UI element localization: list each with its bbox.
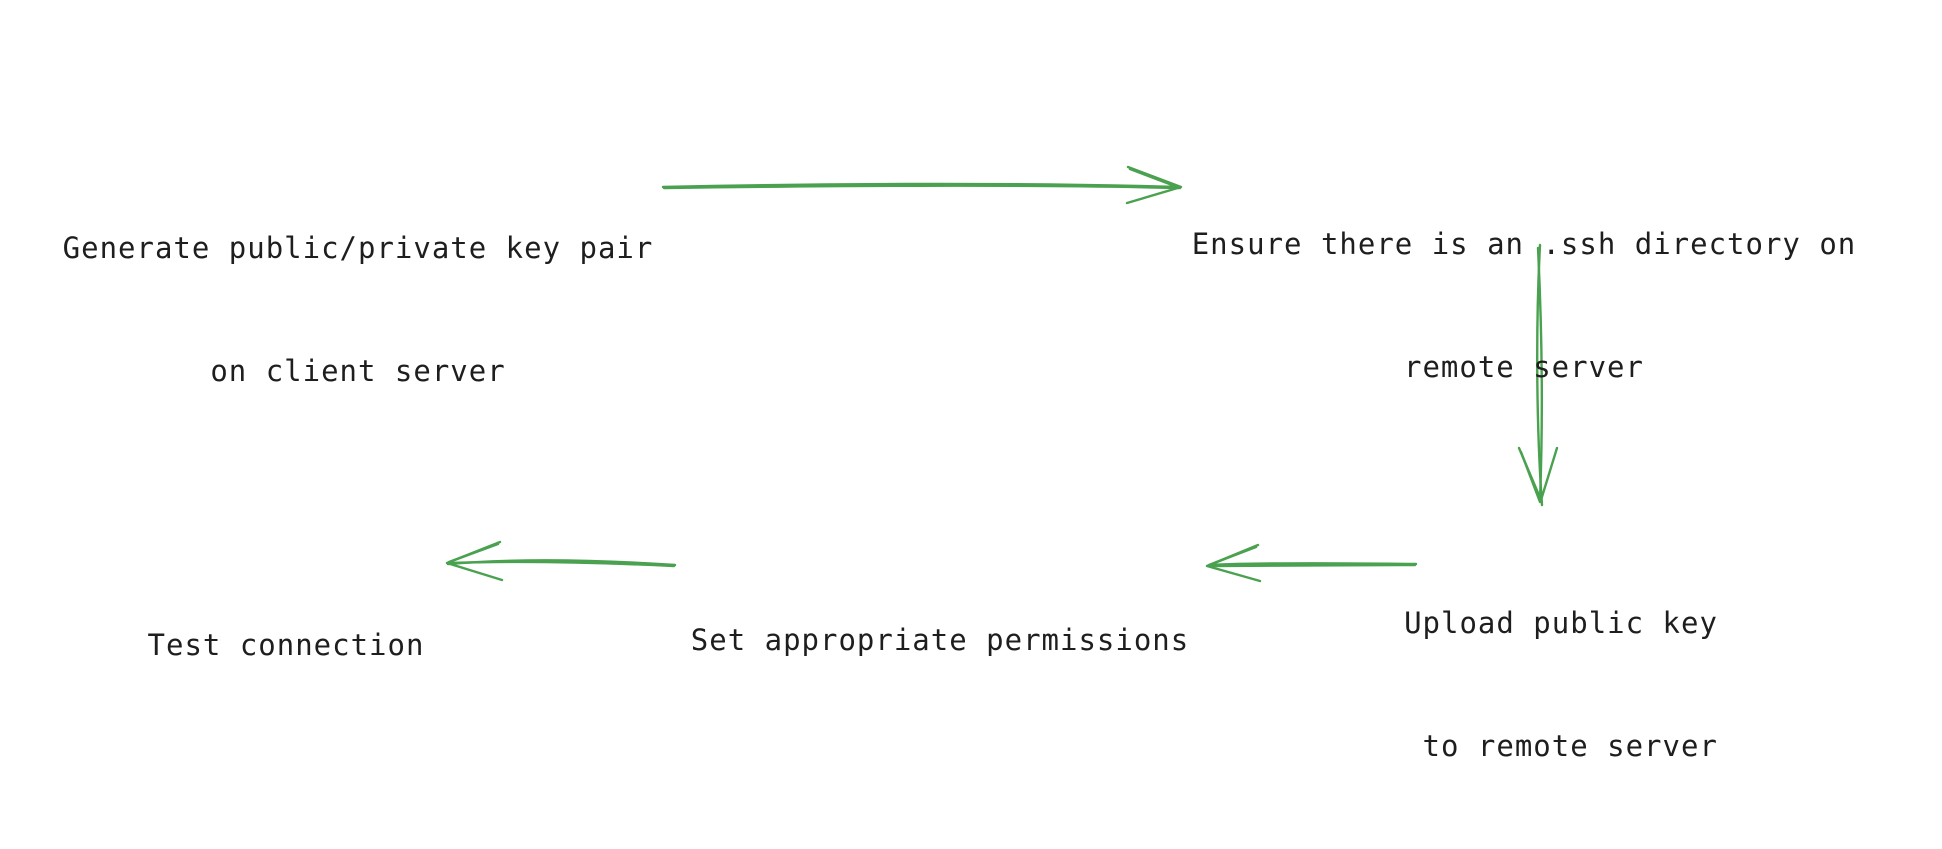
- node-test-connection: Test connection: [148, 543, 425, 748]
- node-ensure-ssh-dir: Ensure there is an .ssh directory on rem…: [1192, 142, 1857, 470]
- arrow-permissions-to-test: [445, 540, 677, 582]
- node-generate-keys: Generate public/private key pair on clie…: [63, 146, 654, 474]
- arrow-upload-to-permissions: [1205, 543, 1418, 583]
- arrow-ensure-to-upload: [1517, 243, 1559, 507]
- node-upload-key-line1: Upload public key: [1404, 606, 1718, 640]
- node-test-connection-line1: Test connection: [147, 628, 425, 662]
- node-upload-key-line2: to remote server: [1422, 729, 1718, 763]
- node-set-permissions: Set appropriate permissions: [691, 538, 1189, 743]
- node-ensure-ssh-dir-line1: Ensure there is an .ssh directory on: [1191, 227, 1857, 261]
- node-generate-keys-line1: Generate public/private key pair: [62, 231, 654, 265]
- arrow-generate-to-ensure: [661, 165, 1183, 205]
- node-set-permissions-line1: Set appropriate permissions: [690, 623, 1190, 657]
- node-generate-keys-line2: on client server: [210, 354, 506, 388]
- ssh-key-setup-flowchart: Generate public/private key pair on clie…: [63, 142, 1857, 763]
- node-ensure-ssh-dir-line2: remote server: [1404, 350, 1644, 384]
- node-upload-key: Upload public key to remote server: [1404, 521, 1718, 849]
- flow-arrows: [445, 165, 1559, 583]
